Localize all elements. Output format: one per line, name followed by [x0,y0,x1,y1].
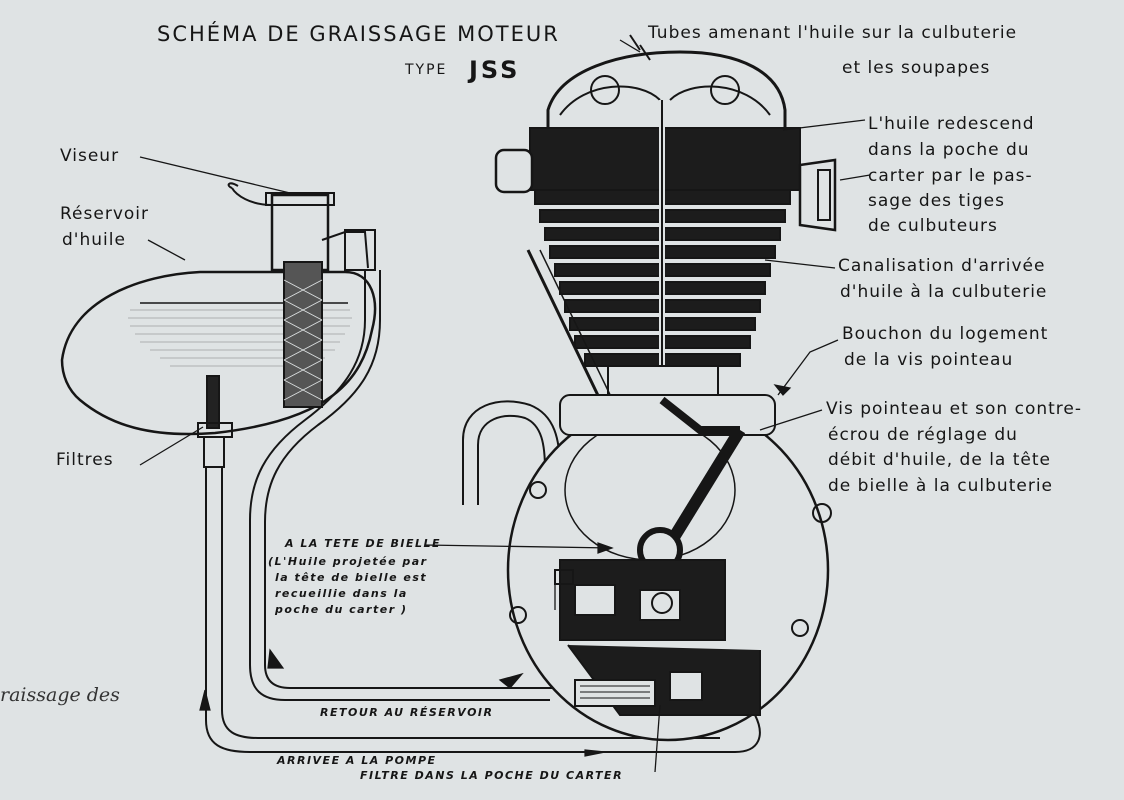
label-filtre-poche: FILTRE DANS LA POCHE DU CARTER [360,769,624,782]
leader-lines [139,39,871,773]
label-bouchon-2: de la vis pointeau [844,350,1014,370]
flow-arrows [199,384,792,757]
label-redescend-4: sage des tiges [868,191,1005,211]
label-tete-bielle-3: la tête de bielle est [275,571,428,584]
label-vis-3: débit d'huile, de la tête [828,450,1052,470]
label-retour: RETOUR AU RÉSERVOIR [320,706,494,719]
label-tete-bielle-5: poche du carter ) [275,603,408,616]
label-reservoir-2: d'huile [62,230,126,250]
type-prefix: TYPE [405,62,448,78]
label-vis-2: écrou de réglage du [828,425,1018,445]
label-tubes-2: et les soupapes [842,58,991,78]
oil-pipes [205,270,761,753]
label-arrivee: ARRIVEE A LA POMPE [277,754,437,767]
label-redescend-2: dans la poche du [868,140,1030,160]
label-bouchon-1: Bouchon du logement [842,324,1049,344]
label-redescend-1: L'huile redescend [868,114,1035,134]
label-tete-bielle-4: recueillie dans la [275,587,408,600]
caption-fragment: raissage des [0,684,120,706]
diagram-title: SCHÉMA DE GRAISSAGE MOTEUR [157,22,560,46]
label-reservoir-1: Réservoir [60,204,149,224]
oil-tank [60,182,377,468]
label-tubes-1: Tubes amenant l'huile sur la culbuterie [648,23,1018,43]
label-vis-4: de bielle à la culbuterie [828,476,1054,496]
type-code: JSS [469,56,521,84]
label-redescend-3: carter par le pas- [868,166,1033,186]
label-tete-bielle-1: A LA TETE DE BIELLE [285,537,442,550]
label-redescend-5: de culbuteurs [868,216,998,236]
label-canal-2: d'huile à la culbuterie [840,282,1048,302]
label-tete-bielle-2: (L'Huile projetée par [268,555,428,568]
label-vis-1: Vis pointeau et son contre- [826,399,1083,419]
engine [494,34,837,742]
label-viseur: Viseur [60,146,120,166]
label-filtres: Filtres [56,450,114,470]
label-canal-1: Canalisation d'arrivée [838,256,1046,276]
